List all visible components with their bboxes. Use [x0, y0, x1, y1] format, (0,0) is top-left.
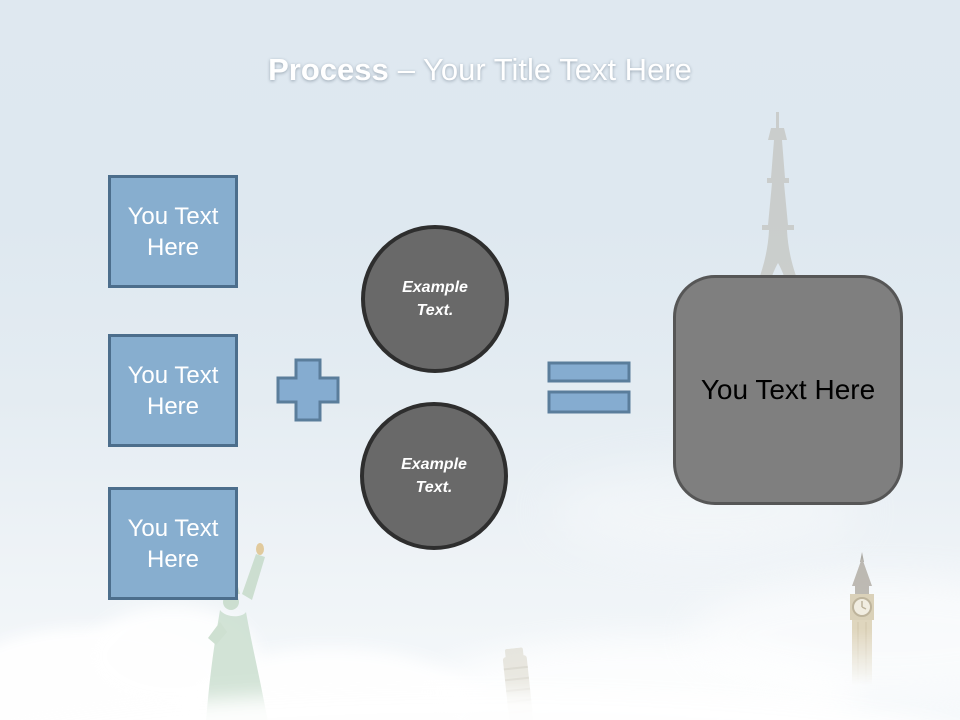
- big-ben-icon: [850, 552, 874, 692]
- equals-icon[interactable]: [546, 360, 632, 416]
- input-box-2[interactable]: You Text Here: [108, 334, 238, 447]
- title-subtitle: – Your Title Text Here: [397, 52, 692, 87]
- plus-icon[interactable]: [275, 357, 341, 423]
- example-circle-1-line2: Text.: [416, 302, 454, 319]
- input-box-2-label: You Text Here: [127, 361, 219, 420]
- input-box-1-label: You Text Here: [127, 202, 219, 261]
- example-circle-2[interactable]: Example Text.: [360, 402, 508, 550]
- example-circle-2-line1: Example: [401, 456, 467, 473]
- result-box-label: You Text Here: [700, 374, 876, 405]
- input-box-3[interactable]: You Text Here: [108, 487, 238, 600]
- input-box-1[interactable]: You Text Here: [108, 175, 238, 288]
- input-box-3-label: You Text Here: [127, 514, 219, 573]
- title-keyword: Process: [268, 52, 389, 87]
- statue-of-liberty-icon: [206, 543, 268, 720]
- example-circle-1-line1: Example: [402, 279, 468, 296]
- slide-title[interactable]: Process– Your Title Text Here: [0, 52, 960, 88]
- result-box[interactable]: You Text Here: [673, 275, 903, 505]
- example-circle-1[interactable]: Example Text.: [361, 225, 509, 373]
- example-circle-2-line2: Text.: [415, 479, 453, 496]
